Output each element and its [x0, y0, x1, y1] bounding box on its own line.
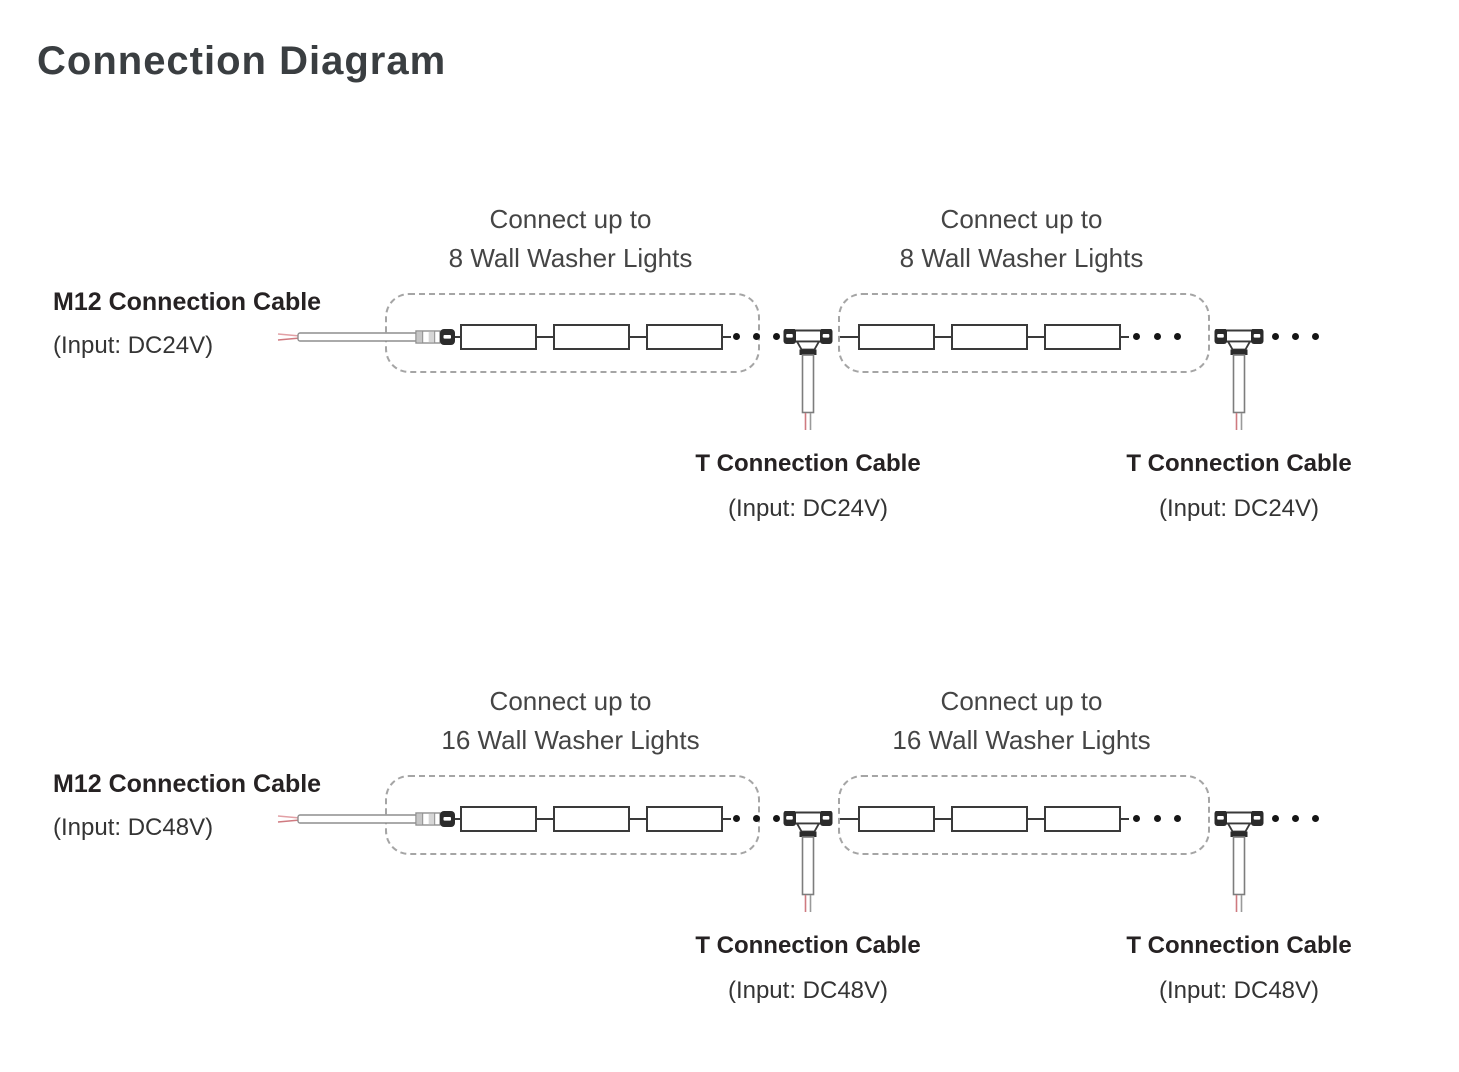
- m12-cable-graphic: [277, 810, 462, 828]
- caption-line2: 16 Wall Washer Lights: [441, 725, 700, 755]
- caption-line2: 8 Wall Washer Lights: [899, 243, 1144, 273]
- m12-cable-input: (Input: DC24V): [53, 332, 214, 359]
- wall-washer-light: [460, 324, 537, 350]
- t-cable-input: (Input: DC24V): [727, 495, 889, 522]
- continuation-dot: [1154, 333, 1161, 340]
- light-link: [1028, 818, 1044, 820]
- t-connection-cable-graphic: [1214, 811, 1264, 913]
- light-link: [537, 818, 553, 820]
- caption-line1: Connect up to: [489, 204, 652, 234]
- caption-line2: 8 Wall Washer Lights: [448, 243, 693, 273]
- wall-washer-group-box: [838, 293, 1210, 373]
- continuation-dot: [773, 333, 780, 340]
- light-link: [935, 818, 951, 820]
- caption-line2: 16 Wall Washer Lights: [892, 725, 1151, 755]
- t-cable-label: T Connection Cable: [695, 450, 921, 477]
- caption-line1: Connect up to: [940, 686, 1103, 716]
- continuation-dot: [1174, 815, 1181, 822]
- caption-line1: Connect up to: [489, 686, 652, 716]
- continuation-dot: [1133, 815, 1140, 822]
- m12-cable-input: (Input: DC48V): [53, 814, 214, 841]
- m12-cable-label: M12 Connection Cable: [53, 770, 322, 798]
- connect-caption: Connect up to 8 Wall Washer Lights: [385, 200, 756, 278]
- wall-washer-light: [646, 806, 723, 832]
- continuation-dot: [753, 815, 760, 822]
- m12-cable-graphic: [277, 328, 462, 346]
- m12-cable-label: M12 Connection Cable: [53, 288, 322, 316]
- light-link: [630, 336, 646, 338]
- wall-washer-light: [951, 806, 1028, 832]
- wall-washer-light: [553, 324, 630, 350]
- continuation-dot: [773, 815, 780, 822]
- wall-washer-light: [1044, 806, 1121, 832]
- wall-washer-light: [858, 806, 935, 832]
- t-cable-input: (Input: DC48V): [1158, 977, 1320, 1004]
- connect-caption: Connect up to 16 Wall Washer Lights: [836, 682, 1207, 760]
- t-cable-input: (Input: DC48V): [727, 977, 889, 1004]
- continuation-dot: [1292, 815, 1299, 822]
- light-link: [723, 336, 731, 338]
- t-cable-label: T Connection Cable: [695, 932, 921, 959]
- light-link: [630, 818, 646, 820]
- continuation-dot: [1292, 333, 1299, 340]
- t-cable-label: T Connection Cable: [1126, 450, 1352, 477]
- diagram-row-dc48v: Connect up to 16 Wall Washer Lights Conn…: [0, 672, 1459, 1022]
- light-link: [840, 336, 858, 338]
- t-cable-input: (Input: DC24V): [1158, 495, 1320, 522]
- caption-line1: Connect up to: [940, 204, 1103, 234]
- wall-washer-light: [858, 324, 935, 350]
- continuation-dot: [1154, 815, 1161, 822]
- continuation-dot: [1174, 333, 1181, 340]
- wall-washer-light: [646, 324, 723, 350]
- light-link: [1121, 818, 1129, 820]
- light-link: [537, 336, 553, 338]
- continuation-dot: [1272, 815, 1279, 822]
- continuation-dot: [1312, 333, 1319, 340]
- wall-washer-group-box: [838, 775, 1210, 855]
- light-link: [1121, 336, 1129, 338]
- continuation-dot: [733, 333, 740, 340]
- page-title: Connection Diagram: [37, 38, 447, 83]
- connect-caption: Connect up to 16 Wall Washer Lights: [385, 682, 756, 760]
- wall-washer-light: [460, 806, 537, 832]
- diagram-row-dc24v: Connect up to 8 Wall Washer Lights Conne…: [0, 190, 1459, 540]
- light-link: [935, 336, 951, 338]
- t-connection-cable-graphic: [783, 811, 833, 913]
- continuation-dot: [1312, 815, 1319, 822]
- t-cable-label: T Connection Cable: [1126, 932, 1352, 959]
- wall-washer-light: [1044, 324, 1121, 350]
- continuation-dot: [733, 815, 740, 822]
- light-link: [1028, 336, 1044, 338]
- t-connection-cable-graphic: [783, 329, 833, 431]
- connect-caption: Connect up to 8 Wall Washer Lights: [836, 200, 1207, 278]
- wall-washer-light: [553, 806, 630, 832]
- wall-washer-light: [951, 324, 1028, 350]
- light-link: [840, 818, 858, 820]
- continuation-dot: [753, 333, 760, 340]
- continuation-dot: [1272, 333, 1279, 340]
- light-link: [723, 818, 731, 820]
- t-connection-cable-graphic: [1214, 329, 1264, 431]
- continuation-dot: [1133, 333, 1140, 340]
